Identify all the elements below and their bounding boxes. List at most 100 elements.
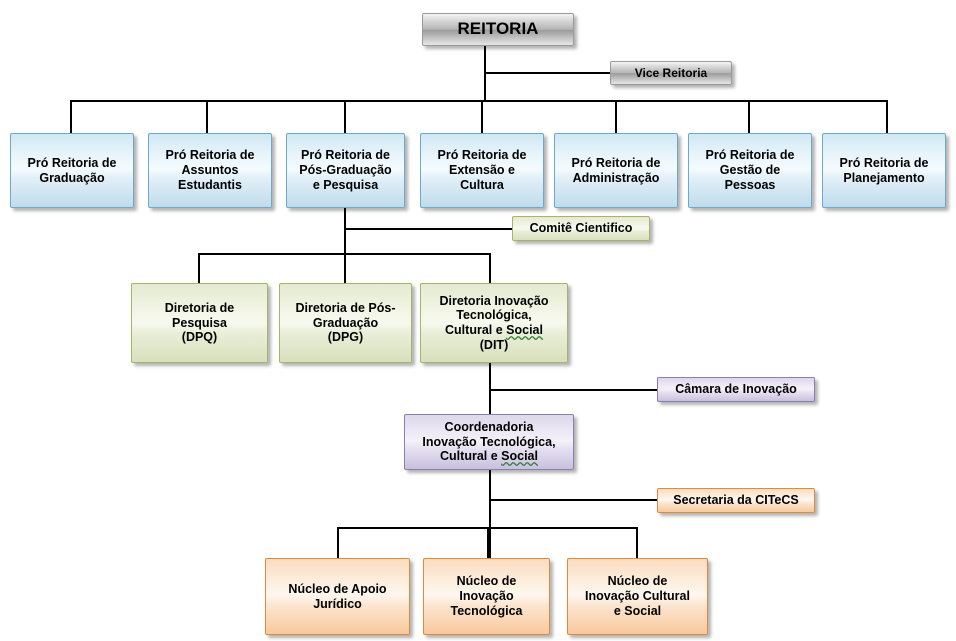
label-line-1: Pró Reitoria de (27, 155, 117, 170)
node-comite-cientifico[interactable]: Comitê Cientifico (512, 216, 650, 241)
label-line-2: Pesquisa (172, 315, 227, 330)
node-label: Diretoria de Pós- Graduação (DPG) (284, 301, 407, 345)
node-label: Núcleo de Apoio Jurídico (270, 582, 405, 612)
connector-drop-pro-3 (344, 100, 346, 133)
label-line-1: Pró Reitoria de (165, 148, 255, 163)
label-line-1: Diretoria de (164, 300, 235, 315)
node-label: Pró Reitoria de Pós-Graduação e Pesquisa (291, 148, 400, 192)
node-diretoria-inovacao-dit[interactable]: Diretoria Inovação Tecnológica, Cultural… (420, 283, 568, 363)
node-pro-reitoria-gestao-pessoas[interactable]: Pró Reitoria de Gestão de Pessoas (688, 133, 812, 208)
node-label: Pró Reitoria de Extensão e Cultura (425, 148, 539, 192)
connector-coordenadoria-trunk (489, 470, 491, 559)
label-line-1: Pró Reitoria de (839, 155, 929, 170)
label-line-2: Inovação Tecnológica, (422, 434, 556, 449)
connector-drop-pro-2 (206, 100, 208, 133)
node-label: Pró Reitoria de Gestão de Pessoas (693, 148, 807, 192)
connector-drop-nucleo-3 (636, 527, 638, 558)
node-secretaria-citecs[interactable]: Secretaria da CITeCS (657, 488, 815, 513)
label-line-2: Assuntos (181, 163, 239, 178)
node-vice-reitoria-label: Vice Reitoria (634, 65, 708, 80)
label-line-2: Extensão e (448, 163, 515, 178)
node-label: Diretoria de Pesquisa (DPQ) (136, 301, 263, 345)
node-label: Diretoria Inovação Tecnológica, Cultural… (425, 294, 563, 353)
label-line-4: (DIT) (479, 337, 509, 352)
label-line-1: Pró Reitoria de (301, 148, 390, 163)
node-label: Pró Reitoria de Graduação (15, 156, 129, 186)
label-line-1: Diretoria Inovação (439, 293, 549, 308)
connector-drop-pro-7 (886, 100, 888, 133)
connector-secretaria-citecs (489, 499, 659, 501)
connector-drop-pro-4 (481, 100, 483, 133)
connector-drop-pro-1 (70, 100, 72, 133)
node-camara-inovacao[interactable]: Câmara de Inovação (657, 377, 815, 402)
connector-pro-reitorias-bus (70, 100, 887, 102)
node-comite-cientifico-label: Comitê Cientifico (529, 221, 633, 236)
label-line-1: Núcleo de (456, 574, 517, 589)
node-pro-reitoria-pos-graduacao-pesquisa[interactable]: Pró Reitoria de Pós-Graduação e Pesquisa (286, 133, 405, 208)
label-line-3-misspelled: Social (506, 323, 543, 337)
node-secretaria-citecs-label: Secretaria da CITeCS (673, 493, 799, 508)
node-pro-reitoria-extensao-cultura[interactable]: Pró Reitoria de Extensão e Cultura (420, 133, 544, 208)
node-camara-inovacao-label: Câmara de Inovação (675, 382, 797, 397)
node-nucleo-apoio-juridico[interactable]: Núcleo de Apoio Jurídico (265, 558, 410, 635)
label-line-3: Cultural e (440, 449, 502, 464)
label-line-2: Inovação (459, 589, 514, 604)
label-line-2: Administração (572, 170, 660, 185)
connector-vice-reitoria (484, 72, 612, 74)
label-line-1: Pró Reitoria de (571, 155, 661, 170)
node-label: Pró Reitoria de Administração (559, 156, 673, 186)
node-reitoria-label: REITORIA (457, 19, 539, 39)
connector-drop-dit (489, 253, 491, 283)
label-line-3: e Pesquisa (312, 177, 379, 192)
connector-drop-dpg (344, 253, 346, 283)
label-line-2: Pós-Graduação (299, 163, 392, 178)
node-nucleo-inovacao-cultural-social[interactable]: Núcleo de Inovação Cultural e Social (567, 558, 708, 635)
label-line-1: Pró Reitoria de (705, 148, 795, 163)
connector-drop-nucleo-1 (337, 527, 339, 558)
connector-posgrad-trunk (344, 208, 346, 286)
connector-camara-inovacao (489, 389, 659, 391)
connector-drop-dpq (198, 253, 200, 283)
node-coordenadoria-citecs[interactable]: Coordenadoria Inovação Tecnológica, Cult… (404, 414, 574, 470)
node-label: Coordenadoria Inovação Tecnológica, Cult… (409, 420, 569, 464)
label-line-1: Coordenadoria (444, 419, 534, 434)
node-diretoria-pesquisa-dpq[interactable]: Diretoria de Pesquisa (DPQ) (131, 283, 268, 363)
label-line-2: Gestão de (719, 163, 781, 178)
label-line-3-misspelled: Social (501, 449, 538, 464)
node-nucleo-inovacao-tecnologica[interactable]: Núcleo de Inovação Tecnológica (423, 558, 550, 635)
node-pro-reitoria-administracao[interactable]: Pró Reitoria de Administração (554, 133, 678, 208)
node-reitoria[interactable]: REITORIA (422, 13, 574, 46)
connector-dit-trunk (489, 363, 491, 414)
label-line-1: Pró Reitoria de (437, 148, 527, 163)
node-diretoria-pos-graduacao-dpg[interactable]: Diretoria de Pós- Graduação (DPG) (279, 283, 412, 363)
label-line-3: Estudantis (178, 177, 242, 192)
node-vice-reitoria[interactable]: Vice Reitoria (610, 61, 732, 85)
node-label: Pró Reitoria de Planejamento (827, 156, 941, 186)
label-line-3: Tecnológica (450, 603, 523, 618)
label-line-3: Cultural e (445, 323, 507, 337)
node-label: Núcleo de Inovação Cultural e Social (572, 574, 703, 618)
connector-comite-cientifico (344, 228, 514, 230)
connector-drop-pro-5 (615, 100, 617, 133)
label-line-3: e Social (613, 603, 662, 618)
label-line-1: Núcleo de (607, 574, 668, 589)
label-line-3: Pessoas (724, 177, 776, 192)
node-label: Pró Reitoria de Assuntos Estudantis (153, 148, 267, 192)
label-line-1: Núcleo de Apoio (288, 581, 387, 596)
label-line-2: Inovação Cultural (585, 589, 690, 604)
node-pro-reitoria-graduacao[interactable]: Pró Reitoria de Graduação (10, 133, 134, 208)
label-line-2: Tecnológica, (456, 308, 532, 323)
label-line-3: (DPQ) (181, 330, 218, 345)
node-pro-reitoria-planejamento[interactable]: Pró Reitoria de Planejamento (822, 133, 946, 208)
node-pro-reitoria-assuntos-estudantis[interactable]: Pró Reitoria de Assuntos Estudantis (148, 133, 272, 208)
label-line-2: Jurídico (313, 596, 362, 611)
label-line-3: Cultura (460, 177, 504, 192)
label-line-2: Graduação (312, 315, 379, 330)
connector-drop-nucleo-2 (487, 527, 489, 558)
label-line-1: Diretoria de Pós- (295, 300, 396, 315)
label-line-3: (DPG) (327, 330, 364, 345)
connector-drop-pro-6 (748, 100, 750, 133)
node-label: Núcleo de Inovação Tecnológica (428, 574, 545, 618)
label-line-2: Planejamento (843, 170, 925, 185)
